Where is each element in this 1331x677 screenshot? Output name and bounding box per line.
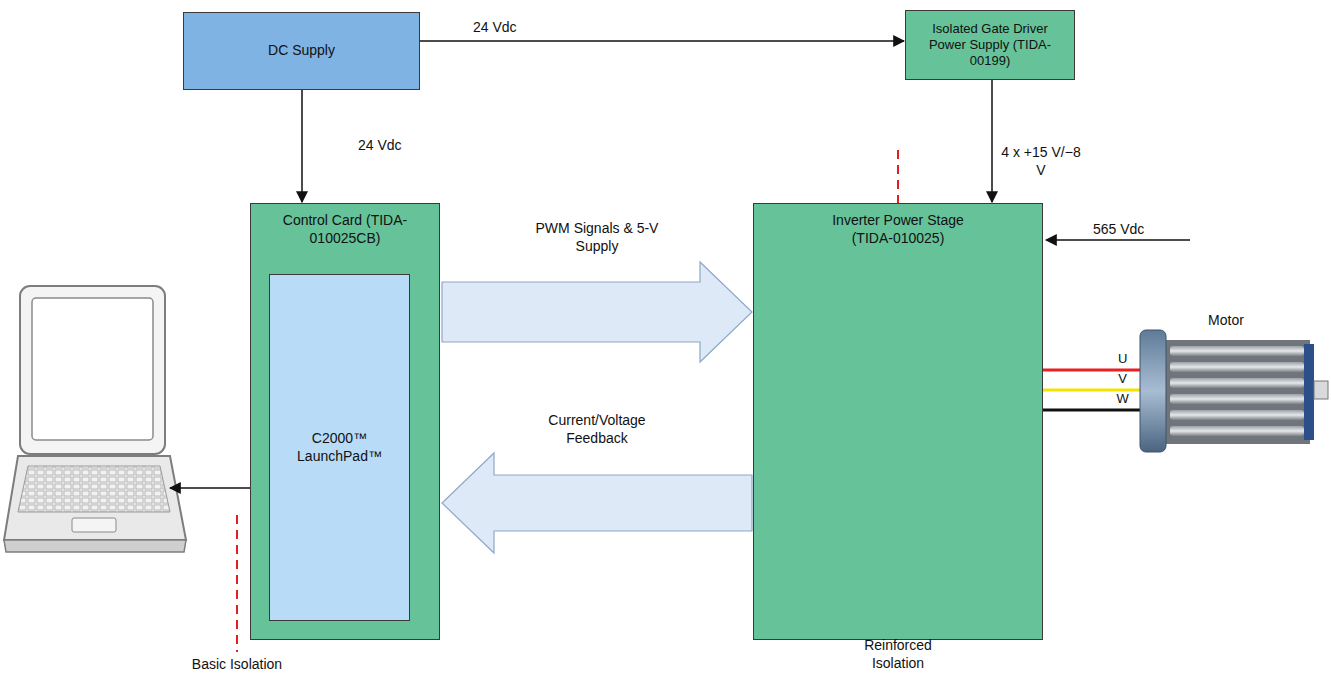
dc-bus-input [1046, 239, 1190, 241]
module-box: Control Card (TIDA-010025CB) C2000™ Launc… [250, 203, 440, 640]
edge-label: 24 Vdc [358, 137, 402, 155]
bus-arrow [442, 262, 752, 362]
phase-label: U [1118, 352, 1127, 366]
bus-arrow [442, 453, 752, 553]
board-box: C2000™ LaunchPad™ [269, 274, 410, 621]
phase-label: W [1116, 392, 1128, 406]
laptop-illustration [4, 286, 186, 552]
power-arrow [991, 80, 993, 202]
voltage-label: 565 Vdc [1093, 221, 1144, 239]
node-title: Isolated Gate Driver Power Supply (TIDA-… [915, 21, 1065, 70]
node-title: Inverter Power Stage (TIDA-010025) [810, 212, 986, 247]
phase-label: V [1118, 372, 1127, 386]
node-title: DC Supply [268, 42, 335, 60]
edge-label: 4 x +15 V/−8 V [996, 144, 1086, 179]
phase-wire-v [1043, 389, 1146, 392]
isolation-label: Basic Isolation [192, 656, 282, 674]
phase-wire-w [1043, 409, 1146, 412]
motor-illustration [1140, 330, 1328, 452]
edge-label: PWM Signals & 5-V Supply [517, 220, 677, 255]
motor-fin [1170, 378, 1304, 388]
edge-label: Current/Voltage Feedback [517, 412, 677, 447]
motor-fin [1170, 426, 1304, 436]
motor-fin [1170, 394, 1304, 404]
node-title: Control Card (TIDA-010025CB) [280, 212, 410, 247]
motor-fin [1170, 410, 1304, 420]
motor-fin [1170, 362, 1304, 372]
isolation-label: Reinforced Isolation [843, 637, 953, 672]
part-label: Motor [1208, 312, 1244, 330]
basic-isolation-line [236, 515, 238, 652]
edge-label: 24 Vdc [473, 19, 517, 37]
supply-box: DC Supply [183, 12, 420, 90]
motor-fin [1170, 346, 1304, 356]
module-box: Inverter Power Stage (TIDA-010025) [753, 203, 1043, 640]
phase-wire-u [1043, 369, 1146, 372]
power-arrow [301, 90, 303, 202]
power-arrow [420, 40, 904, 42]
node-title: C2000™ LaunchPad™ [280, 430, 400, 465]
module-box: Isolated Gate Driver Power Supply (TIDA-… [905, 10, 1075, 80]
